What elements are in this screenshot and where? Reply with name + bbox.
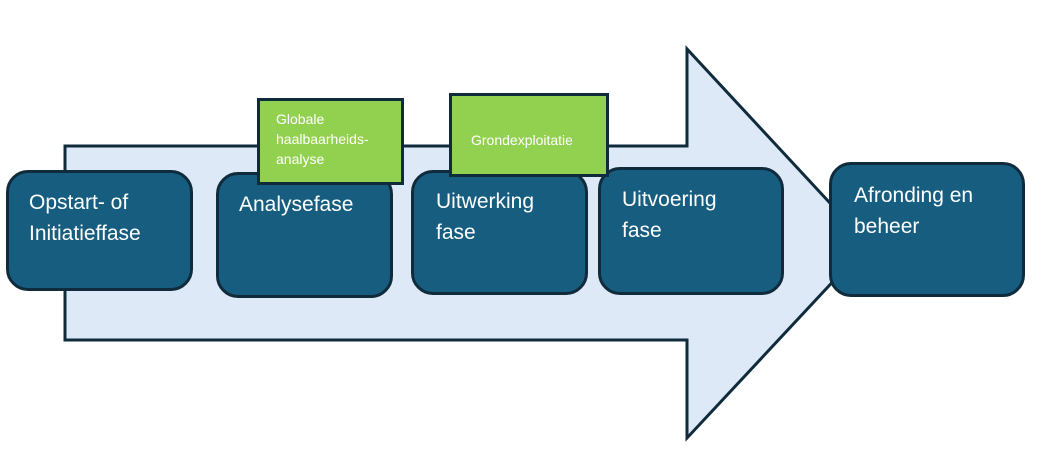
phase-elaboration-line-1: Uitwerking — [436, 190, 535, 213]
phase-elaboration: Uitwerking fase — [411, 170, 588, 295]
phase-execution-line-1: Uitvoering — [622, 188, 717, 211]
phase-initiation-line-2: Initiatieffase — [29, 222, 141, 245]
phase-initiation: Opstart- of Initiatieffase — [6, 170, 193, 291]
phase-elaboration-line-2: fase — [436, 221, 476, 244]
milestone-feasibility: Globale haalbaarheids- analyse — [257, 98, 404, 185]
phase-analysis-line-1: Analysefase — [239, 193, 354, 216]
milestone-land-development-line-1: Grondexploitatie — [471, 132, 573, 148]
phase-execution-line-2: fase — [622, 219, 662, 242]
phase-completion-line-2: beheer — [854, 215, 920, 238]
phase-completion: Afronding en beheer — [829, 162, 1025, 297]
milestone-feasibility-line-3: analyse — [276, 151, 325, 167]
milestone-land-development: Grondexploitatie — [449, 93, 609, 177]
phase-analysis: Analysefase — [216, 172, 393, 298]
milestone-feasibility-line-2: haalbaarheids- — [276, 131, 369, 147]
phase-execution: Uitvoering fase — [598, 167, 784, 295]
phase-initiation-line-1: Opstart- of — [29, 191, 129, 214]
phase-completion-line-1: Afronding en — [854, 184, 974, 207]
milestone-feasibility-line-1: Globale — [276, 111, 325, 127]
